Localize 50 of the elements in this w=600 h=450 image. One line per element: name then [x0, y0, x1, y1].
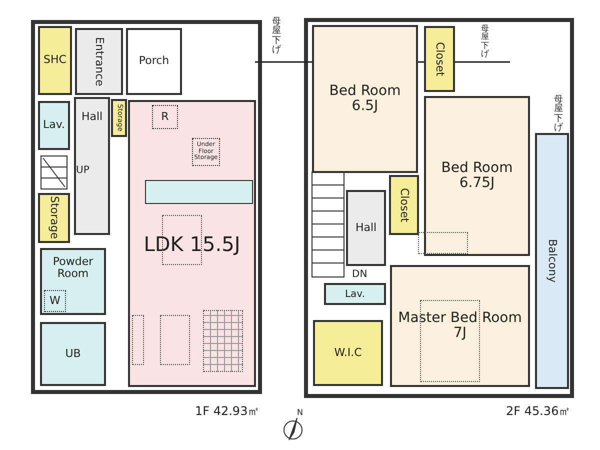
room-label: W.I.C: [334, 346, 362, 360]
room-label: Porch: [138, 55, 170, 68]
room-area: [40, 322, 106, 386]
room-area: [38, 101, 70, 150]
room-area: [346, 190, 386, 266]
direction-label: DN: [352, 269, 368, 280]
room-label: Bed Room 6.75J: [440, 160, 514, 192]
direction-label: UP: [76, 165, 90, 176]
room-label: R: [161, 110, 169, 124]
washer-space-box: [44, 290, 66, 312]
room-label: Storage: [48, 196, 60, 240]
room-label: Hall: [81, 111, 103, 124]
room-label: Powder Room: [52, 256, 94, 280]
room-label: Hall: [355, 222, 377, 234]
room-label: Lav.: [42, 119, 66, 132]
room-area: [38, 26, 72, 95]
room-label: W: [50, 294, 60, 308]
room-area: [111, 99, 127, 137]
room-area: [313, 320, 383, 386]
note-label: 母屋下げ: [554, 96, 563, 134]
area-label: 1F 42.93㎡: [195, 403, 260, 420]
room-area: [40, 248, 106, 315]
room-area: [389, 175, 419, 235]
room-area: [74, 97, 110, 235]
room-label: Master Bed Room 7J: [397, 310, 523, 342]
room-area: [424, 96, 530, 256]
room-label: UB: [65, 348, 81, 360]
hatch-box: [152, 105, 178, 129]
room-label: Balcony: [546, 239, 558, 283]
room-label: Bed Room 6.5J: [328, 84, 402, 114]
note-label: 母屋下げ: [272, 18, 281, 56]
hatch-box: [192, 138, 220, 166]
room-area: [424, 26, 455, 92]
room-label: Entrance: [92, 36, 106, 86]
room-area: [38, 193, 70, 243]
room-area: [126, 28, 182, 95]
room-label: Closet: [433, 42, 446, 76]
room-label: Lav.: [344, 288, 366, 300]
room-area: [75, 28, 123, 95]
area-label: 2F 45.36㎡: [506, 403, 571, 420]
room-area: [390, 265, 530, 387]
room-area: [324, 283, 386, 305]
room-area: [128, 100, 256, 387]
room-area: [535, 133, 569, 389]
note-label: 母屋下げ: [481, 25, 489, 59]
room-label: LDK 15.5J: [144, 232, 240, 254]
room-area: [312, 25, 418, 173]
room-label: SHC: [44, 54, 66, 67]
compass-label: N: [297, 408, 303, 417]
room-label: Closet: [398, 188, 410, 222]
